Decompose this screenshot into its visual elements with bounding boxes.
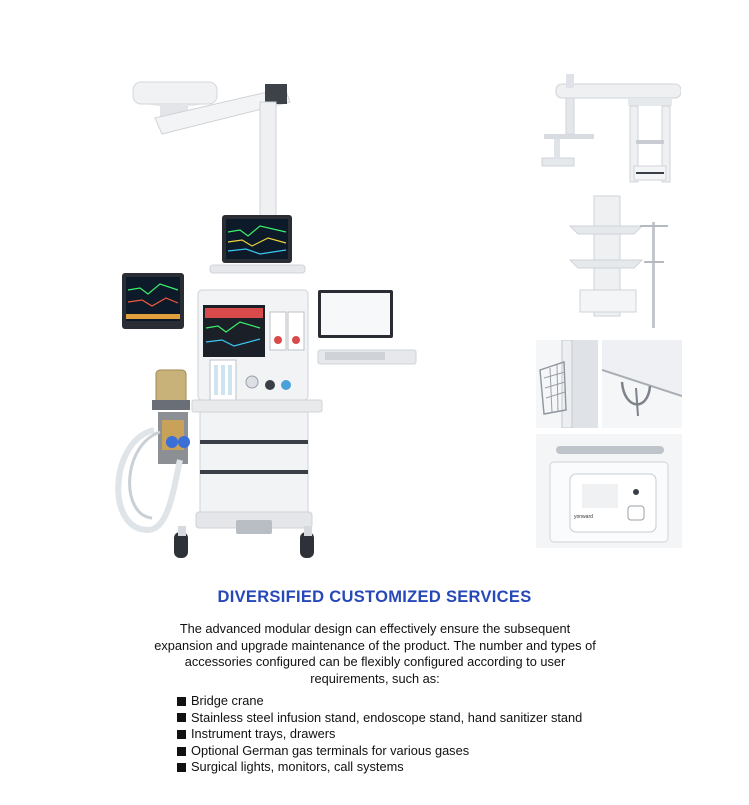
square-bullet-icon	[177, 763, 186, 773]
list-item-label: Surgical lights, monitors, call systems	[191, 759, 404, 775]
feature-list: Bridge crane Stainless steel infusion st…	[177, 693, 582, 776]
infusion-stand-image	[556, 192, 681, 332]
call-panel-image: yonward	[536, 434, 682, 548]
square-bullet-icon	[177, 713, 186, 723]
list-item: Optional German gas terminals for variou…	[177, 743, 582, 760]
basket-image	[536, 340, 598, 428]
section-description: The advanced modular design can effectiv…	[154, 621, 596, 686]
list-item-label: Optional German gas terminals for variou…	[191, 742, 470, 758]
list-item: Bridge crane	[177, 693, 582, 710]
square-bullet-icon	[177, 696, 186, 706]
list-item-label: Stainless steel infusion stand, endoscop…	[191, 709, 583, 725]
list-item: Stainless steel infusion stand, endoscop…	[177, 710, 582, 727]
list-item: Surgical lights, monitors, call systems	[177, 759, 582, 776]
product-image-anesthesia-workstation	[100, 60, 430, 570]
list-item-label: Instrument trays, drawers	[191, 726, 336, 742]
bridge-crane-image	[536, 66, 681, 186]
list-item-label: Bridge crane	[191, 693, 264, 708]
square-bullet-icon	[177, 729, 186, 739]
square-bullet-icon	[177, 746, 186, 756]
list-item: Instrument trays, drawers	[177, 726, 582, 743]
hook-image	[602, 340, 682, 428]
call-panel-brand: yonward	[574, 514, 593, 520]
section-heading: DIVERSIFIED CUSTOMIZED SERVICES	[217, 588, 532, 606]
